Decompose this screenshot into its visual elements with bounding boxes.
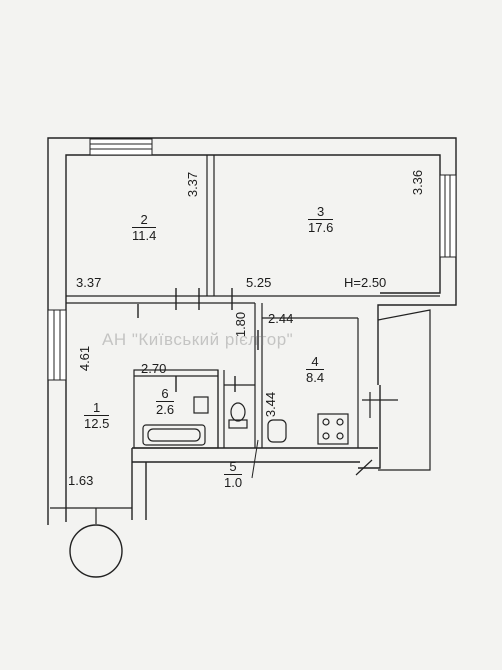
room5-leader [251,439,259,479]
balcony-circle [69,524,123,578]
dim-room3-width: 5.25 [246,275,272,290]
dim-balcony-width: 1.63 [68,473,94,488]
room-3-label: 3 17.6 [308,204,334,235]
room-area: 17.6 [308,220,334,235]
dim-room1-depth: 4.61 [77,345,93,372]
balcony-bottom [50,507,132,524]
room-number: 1 [84,400,110,416]
room-number: 6 [156,386,175,402]
room-area: 8.4 [306,370,325,385]
sink-icon [193,396,209,414]
room-6-label: 6 2.6 [156,386,175,417]
watermark: АН "Київський рієлтор" [102,330,294,349]
dim-kitchen-depth: 3.44 [263,391,279,418]
dim-room3-height: 3.36 [410,169,426,196]
room-area: 1.0 [224,475,243,490]
dim-kitchen-width: 2.44 [268,311,294,326]
window-icon [47,309,67,381]
room-5-label: 5 1.0 [224,459,243,490]
stove-icon [317,413,349,445]
room-area: 12.5 [84,416,110,431]
dim-room2-height: 3.37 [185,171,201,198]
balcony-right [362,309,431,471]
interior-walls [66,155,440,449]
wall-break-mark [355,459,373,476]
room-2-label: 2 11.4 [132,212,157,243]
room-4-label: 4 8.4 [306,354,325,385]
room-number: 2 [132,212,157,228]
window-icon [89,138,153,156]
room-number: 4 [306,354,325,370]
window-icon [439,174,457,258]
toilet-icon [228,402,248,429]
door-icon [137,288,259,392]
dim-ceiling-height: H=2.50 [344,275,387,290]
dim-bath-width: 2.70 [141,361,167,376]
room-number: 3 [308,204,334,220]
dim-room2-width: 3.37 [76,275,102,290]
room-1-label: 1 12.5 [84,400,110,431]
sink-icon [267,419,287,443]
room-area: 11.4 [132,228,157,243]
room-area: 2.6 [156,402,175,417]
room-number: 5 [224,459,243,475]
bathtub-icon [142,424,206,446]
